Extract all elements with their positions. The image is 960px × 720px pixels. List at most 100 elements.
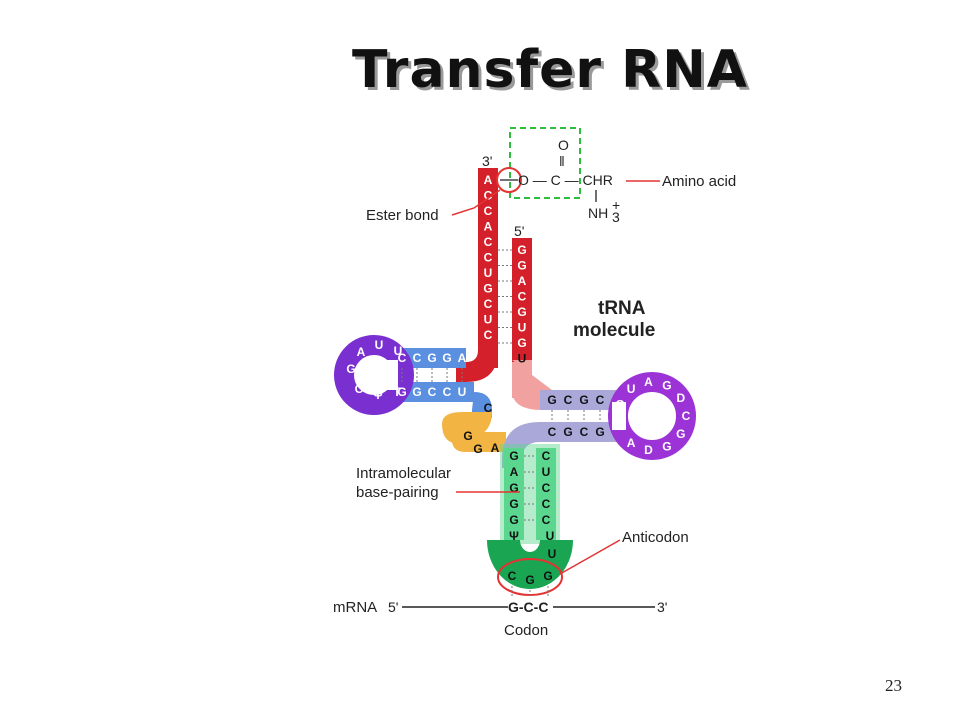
nucleotide-anticodon-stem-left: G [509, 513, 518, 527]
variable-loop [442, 412, 492, 446]
amine: NH [588, 205, 608, 221]
d-to-variable [472, 392, 492, 418]
nucleotide-t-loop: U [627, 382, 636, 396]
nucleotide-acceptor-3: C [484, 235, 493, 249]
nucleotide-d-stem-bottom: G [397, 385, 406, 399]
nucleotide-acceptor-5: G [517, 243, 526, 257]
nucleotide-anticodon-stem-right: C [542, 497, 551, 511]
nucleotide-acceptor-3: C [484, 189, 493, 203]
d-stem-bottom-bar [394, 382, 474, 402]
codon-label: Codon [504, 622, 548, 639]
nucleotide-anticodon-stem-right: C [542, 449, 551, 463]
ester-bond-label: Ester bond [366, 207, 439, 224]
nucleotide-variable: G [473, 442, 482, 456]
acceptor-to-d-bend [456, 340, 498, 382]
nucleotide-d-stem-bottom: C [443, 385, 452, 399]
anticodon-stem-base-pairs [524, 455, 536, 521]
nucleotide-anticodon-stem-right: U [542, 465, 551, 479]
nucleotide-anticodon-stem-left: G [509, 449, 518, 463]
nucleotide-d-stem-bottom: G [412, 385, 421, 399]
mrna-label: mRNA [333, 599, 377, 616]
nucleotide-anticodon-loop: U [548, 547, 557, 561]
acceptor-3-strand [478, 168, 498, 368]
anticodon-label: Anticodon [622, 529, 689, 546]
nucleotide-t-loop: D [644, 443, 653, 457]
nucleotide-anticodon-stem-left: G [509, 481, 518, 495]
nucleotide-anticodon-loop: U [546, 529, 555, 543]
nucleotide-variable: C [484, 401, 493, 415]
nucleotide-t-loop: D [676, 391, 685, 405]
nucleotide-t-loop: A [644, 375, 653, 389]
codon-sequence: G-C-C [508, 599, 548, 615]
trna-label-line1: tRNA [598, 298, 646, 319]
nucleotide-acceptor-5: G [517, 305, 526, 319]
page-number: 23 [885, 676, 902, 695]
nucleotide-d-loop: U [375, 338, 384, 352]
nucleotide-variable: A [491, 441, 500, 455]
nucleotide-d-stem-top: G [427, 351, 436, 365]
t-stem-base-pairs [551, 410, 601, 422]
amino-chain: O — C — CHR [518, 172, 613, 188]
anticodon-loop-ring [487, 539, 573, 589]
nucleotide-t-stem-bottom: C [548, 425, 557, 439]
nucleotide-acceptor-3: C [484, 204, 493, 218]
nucleotide-anticodon: G [543, 569, 552, 583]
nucleotide-acceptor-3: C [484, 251, 493, 265]
three-prime-label: 3' [482, 153, 492, 169]
nucleotide-d-stem-top: C [413, 351, 422, 365]
nucleotide-d-loop: Ψ [373, 388, 383, 402]
nucleotide-acceptor-3: A [484, 220, 493, 234]
amino-acid-box [509, 127, 581, 199]
nucleotide-d-stem-top: C [398, 351, 407, 365]
intramolecular-label-line2: base-pairing [356, 484, 439, 501]
codon-anticodon-pairs [511, 586, 549, 598]
mrna-five-prime: 5' [388, 599, 398, 615]
nucleotide-t-stem-top: C [564, 393, 573, 407]
nucleotide-t-stem-bottom: C [580, 425, 589, 439]
nucleotide-d-stem-bottom: U [458, 385, 467, 399]
nucleotide-d-stem-top: G [442, 351, 451, 365]
amine-sub: 3 [612, 209, 620, 225]
nucleotide-t-loop: G [676, 427, 685, 441]
nucleotide-acceptor-5: U [518, 321, 527, 335]
anticodon-stem-bg [500, 444, 560, 544]
nucleotide-anticodon: C [508, 569, 517, 583]
nucleotide-anticodon: G [525, 573, 534, 587]
nucleotide-variable: G [463, 429, 472, 443]
nucleotide-acceptor-5: U [518, 352, 527, 366]
nucleotide-d-stem-top: A [458, 351, 467, 365]
nucleotide-acceptor-5: C [518, 290, 527, 304]
trna-label-line2: molecule [573, 320, 655, 341]
nucleotide-t-stem-bottom: G [563, 425, 572, 439]
nucleotide-t-loop: G [662, 378, 671, 392]
nucleotide-d-loop: A [357, 345, 366, 359]
nucleotide-d-loop: G [346, 362, 355, 376]
t-loop-mask [612, 402, 626, 430]
nucleotide-t-stem-bottom: G [595, 425, 604, 439]
amine-sup: + [612, 197, 620, 213]
nucleotide-t-stem-top: C [596, 393, 605, 407]
nucleotide-acceptor-3: G [483, 282, 492, 296]
nucleotide-t-loop: G [615, 397, 624, 411]
nucleotide-t-stem-top: G [579, 393, 588, 407]
nucleotide-acceptor-3: A [484, 173, 493, 187]
nucleotide-t-loop: A [627, 436, 636, 450]
nucleotide-anticodon-stem-left: A [510, 465, 519, 479]
nucleotide-acceptor-5: G [517, 259, 526, 273]
nucleotide-acceptor-5: G [517, 336, 526, 350]
nucleotide-t-stem-top: G [547, 393, 556, 407]
nucleotide-t-loop: C [682, 409, 691, 423]
ester-bond-leader [451, 189, 501, 216]
nucleotide-anticodon-stem-right: C [542, 481, 551, 495]
t-stem-bottom-bar [540, 422, 618, 442]
d-loop-ring [334, 335, 414, 415]
nucleotide-t-loop: G [662, 440, 671, 454]
variable-to-anticodon [452, 432, 506, 452]
five-prime-label: 5' [514, 223, 524, 239]
d-loop-mask [386, 360, 398, 390]
nucleotide-d-loop: C [355, 382, 364, 396]
anticodon-stem-left [504, 448, 524, 540]
acceptor-5-strand [512, 238, 532, 378]
